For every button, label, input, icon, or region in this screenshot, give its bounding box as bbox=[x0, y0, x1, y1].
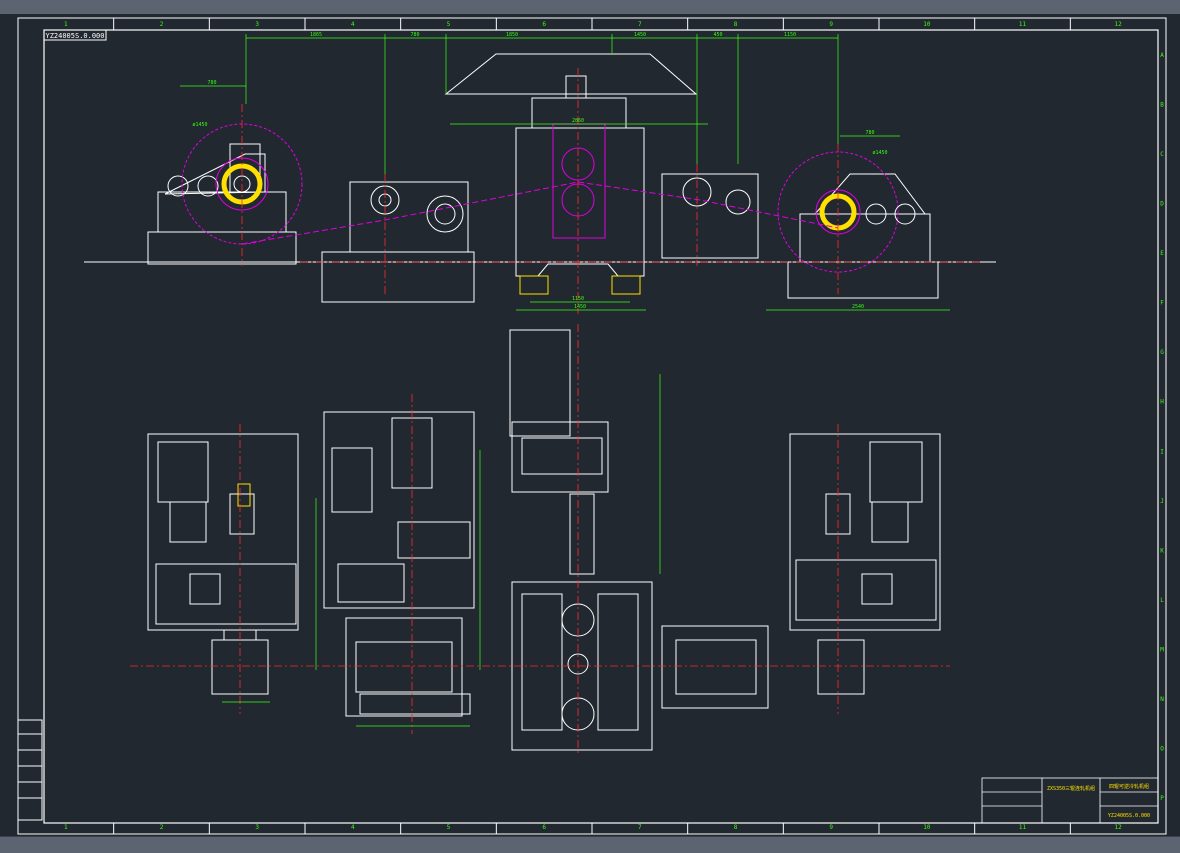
window-top-bar bbox=[0, 0, 1180, 15]
svg-text:1150: 1150 bbox=[784, 32, 796, 38]
plan-centerlines bbox=[130, 324, 950, 754]
svg-text:1850: 1850 bbox=[506, 32, 518, 38]
svg-text:2540: 2540 bbox=[852, 304, 864, 310]
svg-text:1150: 1150 bbox=[572, 296, 584, 302]
column-label: 11 bbox=[1019, 21, 1027, 28]
drawing-number-box bbox=[43, 29, 107, 41]
column-label: 12 bbox=[1115, 824, 1123, 831]
title-block-text: ZXS350三辊连轧机组 四辊可逆冷轧机组 YZ24005S.0.000 bbox=[1047, 783, 1150, 819]
svg-text:1450: 1450 bbox=[634, 32, 646, 38]
column-label: 1 bbox=[64, 824, 68, 831]
column-label: 1 bbox=[64, 21, 68, 28]
row-label: C bbox=[1160, 151, 1164, 158]
svg-text:ø1450: ø1450 bbox=[872, 150, 887, 156]
row-label: A bbox=[1160, 52, 1164, 59]
column-ticks bbox=[113, 18, 1071, 834]
window-bottom-bar bbox=[0, 836, 1180, 853]
top-dimension-labels: 1865 780 1850 1450 450 1150 780 780 2860… bbox=[192, 32, 887, 310]
svg-text:ø1450: ø1450 bbox=[192, 122, 207, 128]
svg-text:1450: 1450 bbox=[574, 304, 586, 310]
row-labels: A B C D E F G H I J K L M N O P bbox=[1160, 52, 1164, 802]
column-label: 7 bbox=[638, 21, 642, 28]
top-dimensions bbox=[180, 34, 950, 311]
column-label: 5 bbox=[447, 824, 451, 831]
row-label: I bbox=[1160, 448, 1164, 455]
column-label: 6 bbox=[542, 21, 546, 28]
column-label: 8 bbox=[734, 21, 738, 28]
svg-text:780: 780 bbox=[410, 32, 419, 38]
column-label: 2 bbox=[160, 21, 164, 28]
row-label: D bbox=[1160, 200, 1164, 207]
row-label: P bbox=[1160, 795, 1164, 802]
plan-dimensions bbox=[222, 374, 661, 727]
row-label: N bbox=[1160, 696, 1164, 703]
column-label: 4 bbox=[351, 21, 355, 28]
row-label: B bbox=[1160, 101, 1164, 108]
svg-text:450: 450 bbox=[713, 32, 722, 38]
column-label: 3 bbox=[255, 21, 259, 28]
left-revision-stamp bbox=[17, 719, 43, 821]
row-label: G bbox=[1160, 349, 1164, 356]
column-label: 10 bbox=[923, 21, 931, 28]
svg-text:780: 780 bbox=[865, 130, 874, 136]
elevation-view bbox=[84, 53, 996, 303]
row-label: O bbox=[1160, 746, 1164, 753]
svg-text:2860: 2860 bbox=[572, 118, 584, 124]
inner-frame bbox=[43, 29, 1159, 824]
outer-frame bbox=[17, 17, 1167, 835]
row-label: J bbox=[1160, 498, 1164, 505]
title-block-number: YZ24005S.0.000 bbox=[1108, 813, 1150, 819]
svg-text:780: 780 bbox=[207, 80, 216, 86]
title-block-title: ZXS350三辊连轧机组 bbox=[1047, 785, 1095, 792]
row-label: K bbox=[1160, 547, 1164, 554]
row-label: F bbox=[1160, 300, 1164, 307]
plan-view bbox=[147, 329, 941, 751]
column-label: 7 bbox=[638, 824, 642, 831]
column-label: 5 bbox=[447, 21, 451, 28]
title-block bbox=[981, 777, 1159, 824]
column-label: 11 bbox=[1019, 824, 1027, 831]
row-label: M bbox=[1160, 647, 1164, 654]
row-label: L bbox=[1160, 597, 1164, 604]
column-label: 9 bbox=[829, 21, 833, 28]
column-label: 3 bbox=[255, 824, 259, 831]
row-label: E bbox=[1160, 250, 1164, 257]
svg-text:1865: 1865 bbox=[310, 32, 322, 38]
column-label: 10 bbox=[923, 824, 931, 831]
column-label: 12 bbox=[1115, 21, 1123, 28]
column-label: 2 bbox=[160, 824, 164, 831]
row-label: H bbox=[1160, 399, 1164, 406]
drawing-number: YZ24005S.0.000 bbox=[45, 32, 104, 40]
title-block-subtitle: 四辊可逆冷轧机组 bbox=[1109, 783, 1149, 790]
column-label: 9 bbox=[829, 824, 833, 831]
column-label: 4 bbox=[351, 824, 355, 831]
elevation-centerlines bbox=[241, 68, 980, 314]
column-label: 8 bbox=[734, 824, 738, 831]
column-label: 6 bbox=[542, 824, 546, 831]
